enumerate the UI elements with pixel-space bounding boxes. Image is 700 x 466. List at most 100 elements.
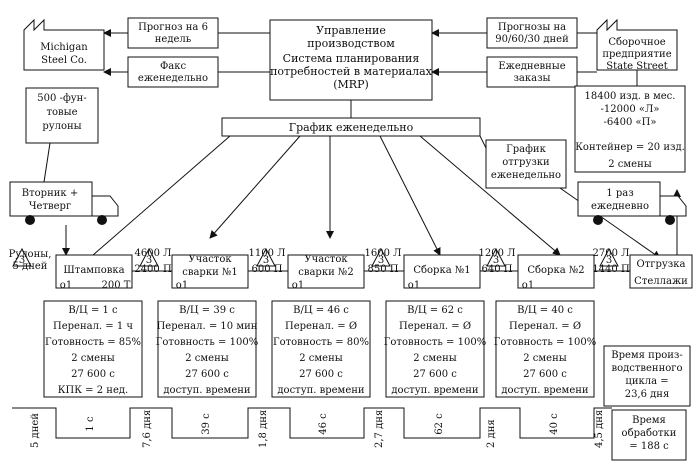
customer-name: Сборочное [608,37,665,48]
inventory-i1 [139,247,159,267]
schedule-to-assy1 [379,135,441,256]
schedule-to-shipping [479,135,487,149]
process-box-3 [287,254,365,289]
schedule-to-stamp [84,135,231,263]
customer-name: State Street [606,61,667,72]
timeline-lead-6: 4,5 дня [594,410,605,448]
data-box-2-value: Готовность = 100% [156,337,258,348]
inventory-start [12,247,32,267]
processing-time-text: = 188 с [629,441,669,452]
inventory-5-text: 2700 Л [593,248,630,259]
timeline-lead-2: 7,6 дня [142,410,153,448]
outbound-truck-text: 1 раз [606,188,633,199]
inbound-truck-wheel [97,215,107,225]
timeline-process-2: 39 с [201,413,212,435]
daily-orders-text: заказы [513,73,550,84]
inventory-i5-label: 3 [606,255,612,266]
fax-box [127,56,219,88]
data-box-3-value: 2 смены [299,353,343,364]
process-name-4: Сборка №1 [413,265,470,276]
control-system: Система планирования [283,52,420,65]
data-box-3-value: доступ. времени [277,385,365,396]
process-name-2b: сварки №1 [182,267,238,278]
data-box-4-value: доступ. времени [391,385,479,396]
customer-name: предприятие [602,49,671,60]
fax-text: Факс [160,61,187,72]
inbound-truck-cab [91,195,119,217]
data-box-2-value: В/Ц = 39 с [179,305,235,316]
timeline-lead-1: 5 дней [30,413,41,448]
inventory-4-text: 640 П [482,264,513,275]
inbound-truck [9,181,93,217]
forecast-supplier-text: Прогноз на 6 [138,22,208,33]
supplier-factory [23,18,105,71]
supplier-rolls: рулоны [42,121,81,132]
lead-time-text: 23,6 дня [625,389,670,400]
operator-3: о1 [292,280,304,291]
inbound-truck-text: Четверг [29,201,71,212]
production-control-box [269,19,433,101]
process-box-1 [55,254,133,289]
timeline-process-4: 62 с [434,413,445,435]
processing-time-text: Время [632,415,666,426]
data-box-4-value: 2 смены [413,353,457,364]
daily-orders-box [486,56,578,88]
shipping-schedule-text: График [506,144,546,155]
operator-2: о1 [176,280,188,291]
weekly-schedule-box [221,117,481,137]
inventory-start-label: 3 [19,255,25,266]
outbound-truck [577,181,661,217]
data-box-5-value: Готовность = 100% [494,337,596,348]
control-title: Управление [316,24,386,37]
data-box-5-value: 27 600 с [523,369,567,380]
shipping-to-dispatch [559,187,661,259]
data-box-1-value: КПК = 2 нед. [58,385,128,396]
shipping-schedule-text: еженедельно [491,170,561,181]
customer-demand-shifts: 2 смены [608,159,652,170]
process-name-3a: Участок [304,254,348,265]
inventory-2-text: 600 П [252,264,283,275]
data-box-2-value: доступ. времени [163,385,251,396]
inventory-i2 [256,247,276,267]
data-box-1 [43,300,143,398]
data-box-5-value: доступ. времени [501,385,589,396]
supplier-name: Steel Co. [41,55,87,66]
data-box-4-value: 27 600 с [413,369,457,380]
inbound-truck-wheel [25,215,35,225]
inventory-3-text: 850 П [368,264,399,275]
data-box-1-value: 2 смены [71,353,115,364]
schedule-to-assy2 [419,135,561,256]
operator-4: о1 [408,280,420,291]
process-name-1: Штамповка [63,265,124,276]
inventory-i3 [371,247,391,267]
outbound-truck-wheel [665,215,675,225]
data-box-5-value: Перенал. = Ø [509,321,581,332]
outbound-truck-text: ежедневно [591,201,649,212]
forecast-supplier-box [127,17,219,49]
customer-demand-container: Контейнер = 20 изд. [575,142,685,153]
inventory-i4-label: 3 [493,255,499,266]
process-name-2a: Участок [188,254,232,265]
data-box-4-value: Перенал. = Ø [399,321,471,332]
lead-time-text: Время произ- [611,350,683,361]
supplier-name: Michigan [40,42,88,53]
data-box-2-value: Перенал. = 10 мин [157,321,258,332]
data-box-4-value: В/Ц = 62 с [407,305,463,316]
data-box-1-value: Готовность = 85% [45,337,141,348]
operator-5: о1 [522,280,534,291]
inventory-i2-label: 3 [263,255,269,266]
data-box-3-value: В/Ц = 46 с [293,305,349,316]
lead-time-text: цикла = [625,376,668,387]
data-box-3 [271,300,371,398]
data-box-3-value: Готовность = 80% [273,337,369,348]
data-box-2-value: 2 смены [185,353,229,364]
supplier-rolls-box [25,87,99,144]
data-box-4 [385,300,485,398]
inventory-start-text: Рулоны, [9,249,52,260]
timeline-process-5: 40 с [549,413,560,435]
supplier-rolls: товые [46,107,77,118]
process-box-5 [517,254,595,289]
forecast-customer-text: Прогнозы на [498,22,566,33]
supplier-rolls: 500 -фун- [37,93,86,104]
inventory-i1-label: 3 [146,255,152,266]
